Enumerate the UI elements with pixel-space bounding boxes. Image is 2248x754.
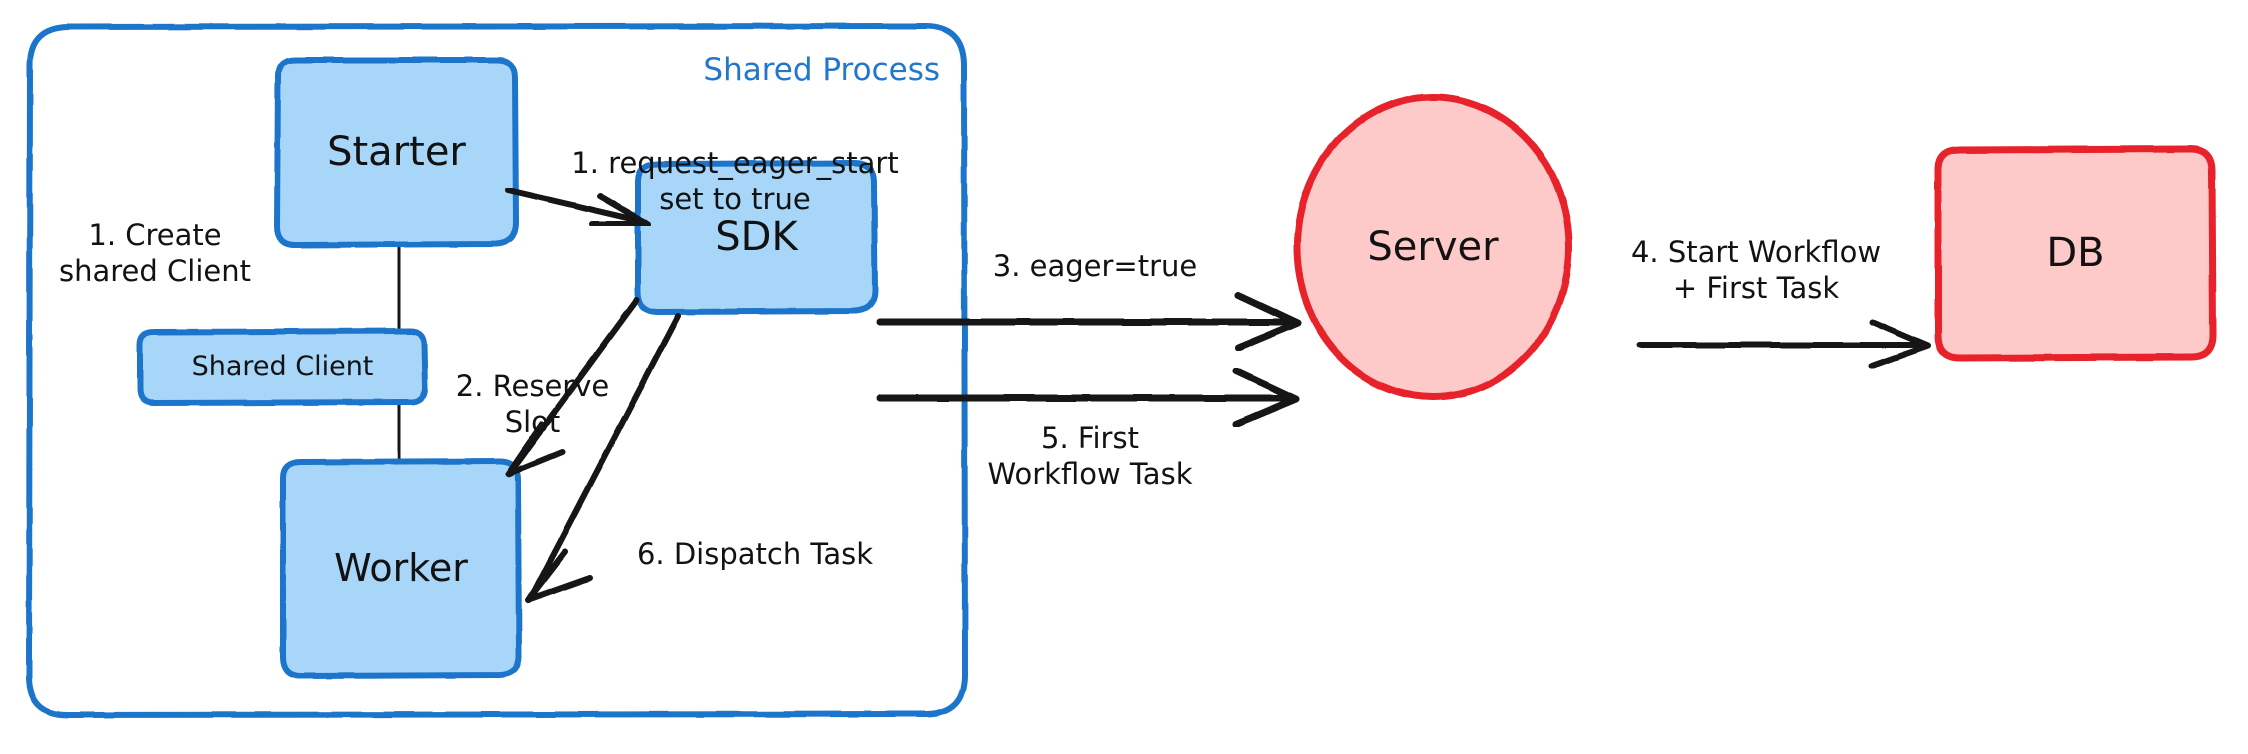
edge-label-3-reserve-slot: 2. Reserve Slot	[455, 369, 610, 440]
edge-5-start-workflow-first-task	[1637, 319, 1931, 369]
edge-6-first-workflow-task	[876, 367, 1300, 428]
edge-label-1-request-eager-start: 1. request_eager_start set to true	[571, 146, 899, 217]
edge-3-reserve-slot	[505, 297, 640, 477]
edge-label-5-start-workflow-first-task: 4. Start Workflow + First Task	[1630, 235, 1882, 306]
edge-label-6-first-workflow-task: 5. First Workflow Task	[987, 421, 1193, 492]
edge-7-dispatch-task	[525, 313, 681, 603]
node-starter-shape[interactable]	[274, 57, 519, 248]
node-shared-client-shape[interactable]	[137, 328, 428, 406]
node-worker-shape[interactable]	[280, 458, 522, 679]
edge-1-request-eager-start	[505, 187, 651, 227]
edge-label-4-eager-true: 3. eager=true	[992, 249, 1198, 283]
group-label-shared-process: Shared Process	[703, 52, 940, 88]
edge-label-2-create-shared-client: 1. Create shared Client	[59, 218, 251, 289]
node-db-shape[interactable]	[1934, 145, 2217, 362]
edge-label-7-dispatch-task: 6. Dispatch Task	[636, 537, 874, 571]
node-server-shape[interactable]	[1293, 93, 1573, 401]
edge-4-eager-true	[876, 291, 1302, 352]
node-sdk-shape[interactable]	[635, 160, 878, 315]
